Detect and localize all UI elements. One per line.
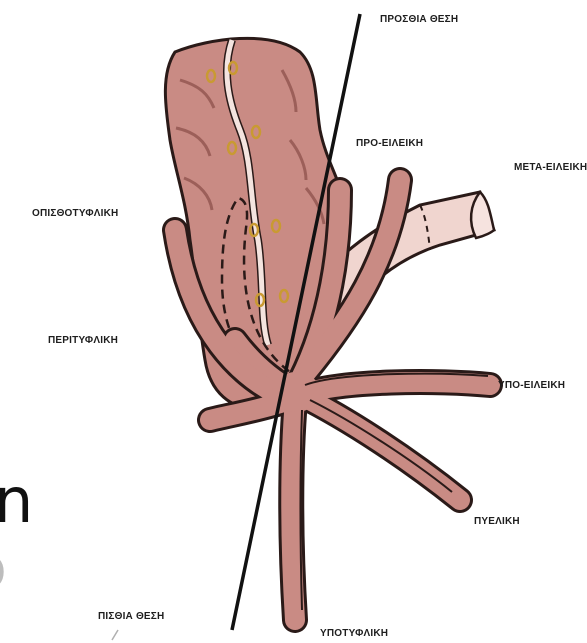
edge-letter-fragment-faint: ɔ [0, 538, 7, 598]
label-pelvic: ΠΥΕΛΙΚΗ [474, 516, 520, 527]
label-pre-ileal: ΠΡΟ-ΕΙΛΕΙΚΗ [356, 138, 423, 149]
edge-mark [112, 630, 118, 640]
edge-letter-fragment: n [0, 470, 33, 532]
label-retrocecal: ΟΠΙΣΘΟΤΥΦΛΙΚΗ [32, 208, 118, 219]
ileum-end-ring [471, 192, 494, 238]
label-anterior-position: ΠΡΟΣΘΙΑ ΘΕΣΗ [380, 14, 458, 25]
label-sub-ileal: ΥΠΟ-ΕΙΛΕΙΚΗ [498, 380, 565, 391]
label-posterior-position: ΠΙΣΘΙΑ ΘΕΣΗ [98, 611, 164, 622]
label-subcecal: ΥΠΟΤΥΦΛΙΚΗ [320, 628, 388, 639]
label-pericecal: ΠΕΡΙΤΥΦΛΙΚΗ [48, 335, 118, 346]
label-post-ileal: ΜΕΤΑ-ΕΙΛΕΙΚΗ [514, 162, 587, 173]
